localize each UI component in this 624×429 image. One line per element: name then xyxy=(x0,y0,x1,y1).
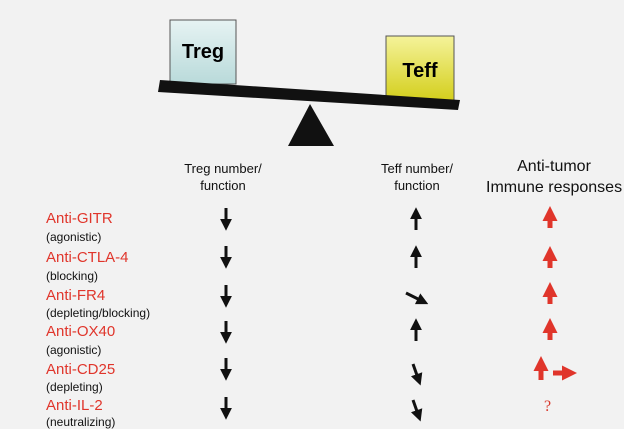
agent-mode: (depleting/blocking) xyxy=(46,306,151,320)
agent-label: Anti-IL-2 xyxy=(46,397,103,414)
agent-mode: (agonistic) xyxy=(46,343,102,357)
agent-mode: (agonistic) xyxy=(46,230,102,244)
balance-scale xyxy=(158,19,460,146)
agent-mode: (blocking) xyxy=(46,269,99,283)
teff-diagonal-down-arrow xyxy=(405,291,429,305)
teff-box-label: Teff xyxy=(402,59,438,82)
treg-box-label: Treg xyxy=(181,40,225,63)
agent-label: Anti-CD25 xyxy=(46,361,116,378)
agent-label: Anti-OX40 xyxy=(46,323,116,340)
teff-box xyxy=(385,35,455,101)
treg-header-line1: Treg number/ xyxy=(184,161,262,176)
fulcrum xyxy=(288,104,334,146)
agent-label: Anti-FR4 xyxy=(46,287,106,304)
treg-column-header: Treg number/ function xyxy=(168,160,278,194)
agent-mode: (depleting) xyxy=(46,380,103,394)
teff-column-header: Teff number/ function xyxy=(362,160,472,194)
teff-steep-down-arrow xyxy=(410,399,423,422)
unknown-effect-mark: ? xyxy=(544,398,552,415)
treg-header-line2: function xyxy=(200,178,246,193)
antitumor-header-line1: Anti-tumor xyxy=(517,158,591,175)
antitumor-column-header: Anti-tumor Immune responses xyxy=(486,156,622,198)
agent-label: Anti-CTLA-4 xyxy=(46,249,129,266)
balance-beam xyxy=(158,80,460,110)
agent-label: Anti-GITR xyxy=(46,210,113,227)
treg-box xyxy=(169,19,237,85)
teff-steep-down-arrow xyxy=(410,363,423,386)
teff-header-line1: Teff number/ xyxy=(380,161,454,176)
teff-header-line2: function xyxy=(394,178,440,193)
antitumor-header-line2: Immune responses xyxy=(486,179,623,196)
